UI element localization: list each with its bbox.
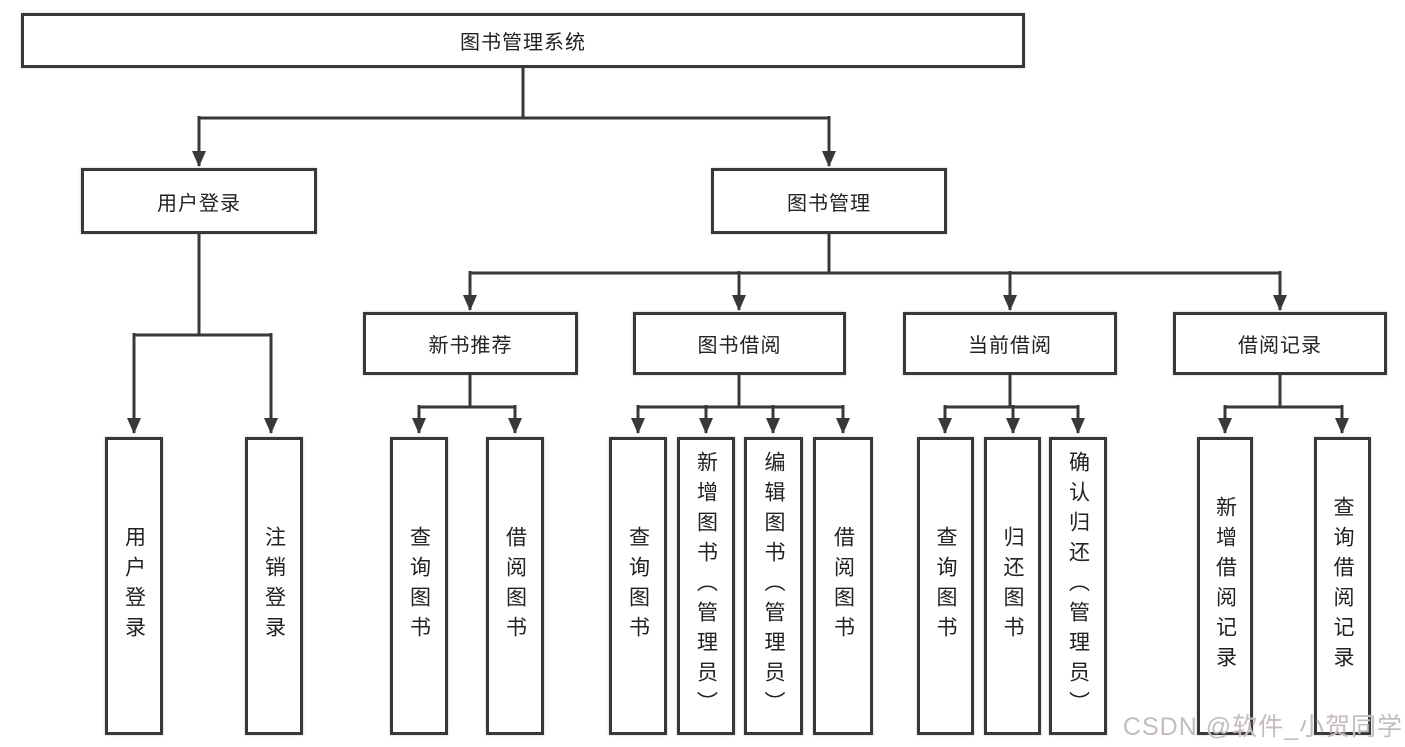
leaf-query-books-borrow-label: 查询图书 [626, 526, 650, 646]
node-leaf-confirm-return-admin: 确认归还（管理员） [1049, 437, 1107, 735]
leaf-query-books-current-label: 查询图书 [934, 526, 957, 646]
node-new-book-recommend-label: 新书推荐 [428, 335, 513, 357]
leaf-add-books-admin-label: 新增图书（管理员） [694, 451, 718, 721]
node-user-login-label: 用户登录 [157, 192, 241, 215]
node-borrow-record: 借阅记录 [1173, 312, 1387, 375]
node-current-borrow-label: 当前借阅 [968, 335, 1052, 357]
node-leaf-add-books-admin: 新增图书（管理员） [677, 437, 735, 735]
node-leaf-borrow-books-recommend: 借阅图书 [486, 437, 544, 735]
node-leaf-query-books-current: 查询图书 [917, 437, 974, 735]
node-leaf-borrow-books-borrow: 借阅图书 [813, 437, 873, 735]
node-borrow-record-label: 借阅记录 [1238, 335, 1322, 357]
leaf-add-borrow-record-label: 新增借阅记录 [1213, 496, 1237, 676]
csdn-watermark: CSDN @软件_小贺同学 [1122, 713, 1403, 741]
node-leaf-add-borrow-record: 新增借阅记录 [1197, 437, 1253, 735]
node-current-borrow: 当前借阅 [903, 312, 1117, 375]
node-leaf-query-books-borrow: 查询图书 [609, 437, 667, 735]
leaf-user-login-label: 用户登录 [122, 526, 146, 646]
node-leaf-user-login: 用户登录 [105, 437, 163, 735]
leaf-query-books-recommend-label: 查询图书 [407, 526, 431, 646]
leaf-edit-books-admin-label: 编辑图书（管理员） [762, 451, 785, 721]
node-leaf-logout: 注销登录 [245, 437, 303, 735]
node-user-login: 用户登录 [81, 168, 317, 234]
node-book-borrow-label: 图书借阅 [697, 335, 782, 357]
node-book-management-label: 图书管理 [787, 192, 871, 215]
node-root-label: 图书管理系统 [460, 32, 586, 54]
node-leaf-query-borrow-record: 查询借阅记录 [1314, 437, 1371, 735]
leaf-return-books-label: 归还图书 [1001, 526, 1024, 646]
node-leaf-query-books-recommend: 查询图书 [390, 437, 448, 735]
node-new-book-recommend: 新书推荐 [363, 312, 578, 375]
leaf-borrow-books-borrow-label: 借阅图书 [831, 526, 855, 646]
leaf-confirm-return-admin-label: 确认归还（管理员） [1066, 451, 1090, 721]
node-leaf-return-books: 归还图书 [984, 437, 1041, 735]
leaf-borrow-books-recommend-label: 借阅图书 [503, 526, 527, 646]
node-book-borrow: 图书借阅 [633, 312, 846, 375]
node-book-management: 图书管理 [711, 168, 947, 234]
leaf-logout-label: 注销登录 [262, 526, 286, 646]
node-leaf-edit-books-admin: 编辑图书（管理员） [744, 437, 803, 735]
node-root-system: 图书管理系统 [21, 13, 1025, 68]
leaf-query-borrow-record-label: 查询借阅记录 [1331, 496, 1354, 676]
